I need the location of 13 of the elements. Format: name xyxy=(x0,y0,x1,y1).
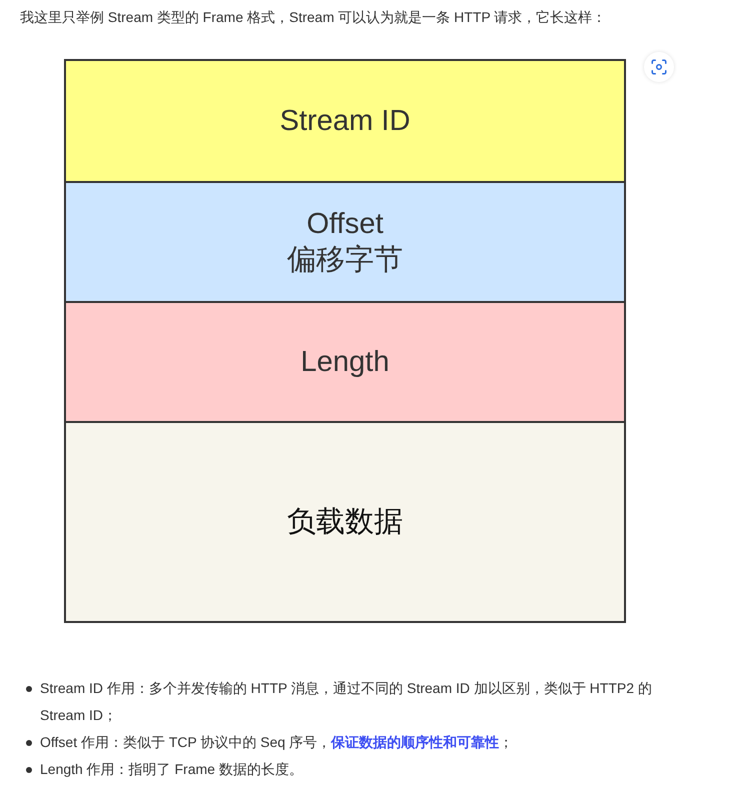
intro-paragraph: 我这里只举例 Stream 类型的 Frame 格式，Stream 可以认为就是一条 HTTP 请求，它长这样： xyxy=(20,8,606,27)
field-label: 负载数据 xyxy=(287,505,403,540)
frame-field xyxy=(66,301,624,421)
field-label: Stream ID xyxy=(280,104,410,139)
field-label: Offset xyxy=(306,207,384,242)
field-label: Length xyxy=(300,345,390,380)
frame-field xyxy=(66,61,624,181)
frame-field xyxy=(66,181,624,301)
bullet-text: Offset 作用：类似于 TCP 协议中的 Seq 序号，保证数据的顺序性和可靠性； xyxy=(40,734,514,750)
bullet-text: Stream ID 作用：多个并发传输的 HTTP 消息，通过不同的 Stream ID 加以区别，类似于 HTTP2 的 Stream ID； xyxy=(40,680,652,723)
field-label: 偏移字节 xyxy=(287,243,403,278)
frame-field xyxy=(66,421,624,621)
bullet-text: Length 作用：指明了 Frame 数据的长度。 xyxy=(40,761,303,777)
